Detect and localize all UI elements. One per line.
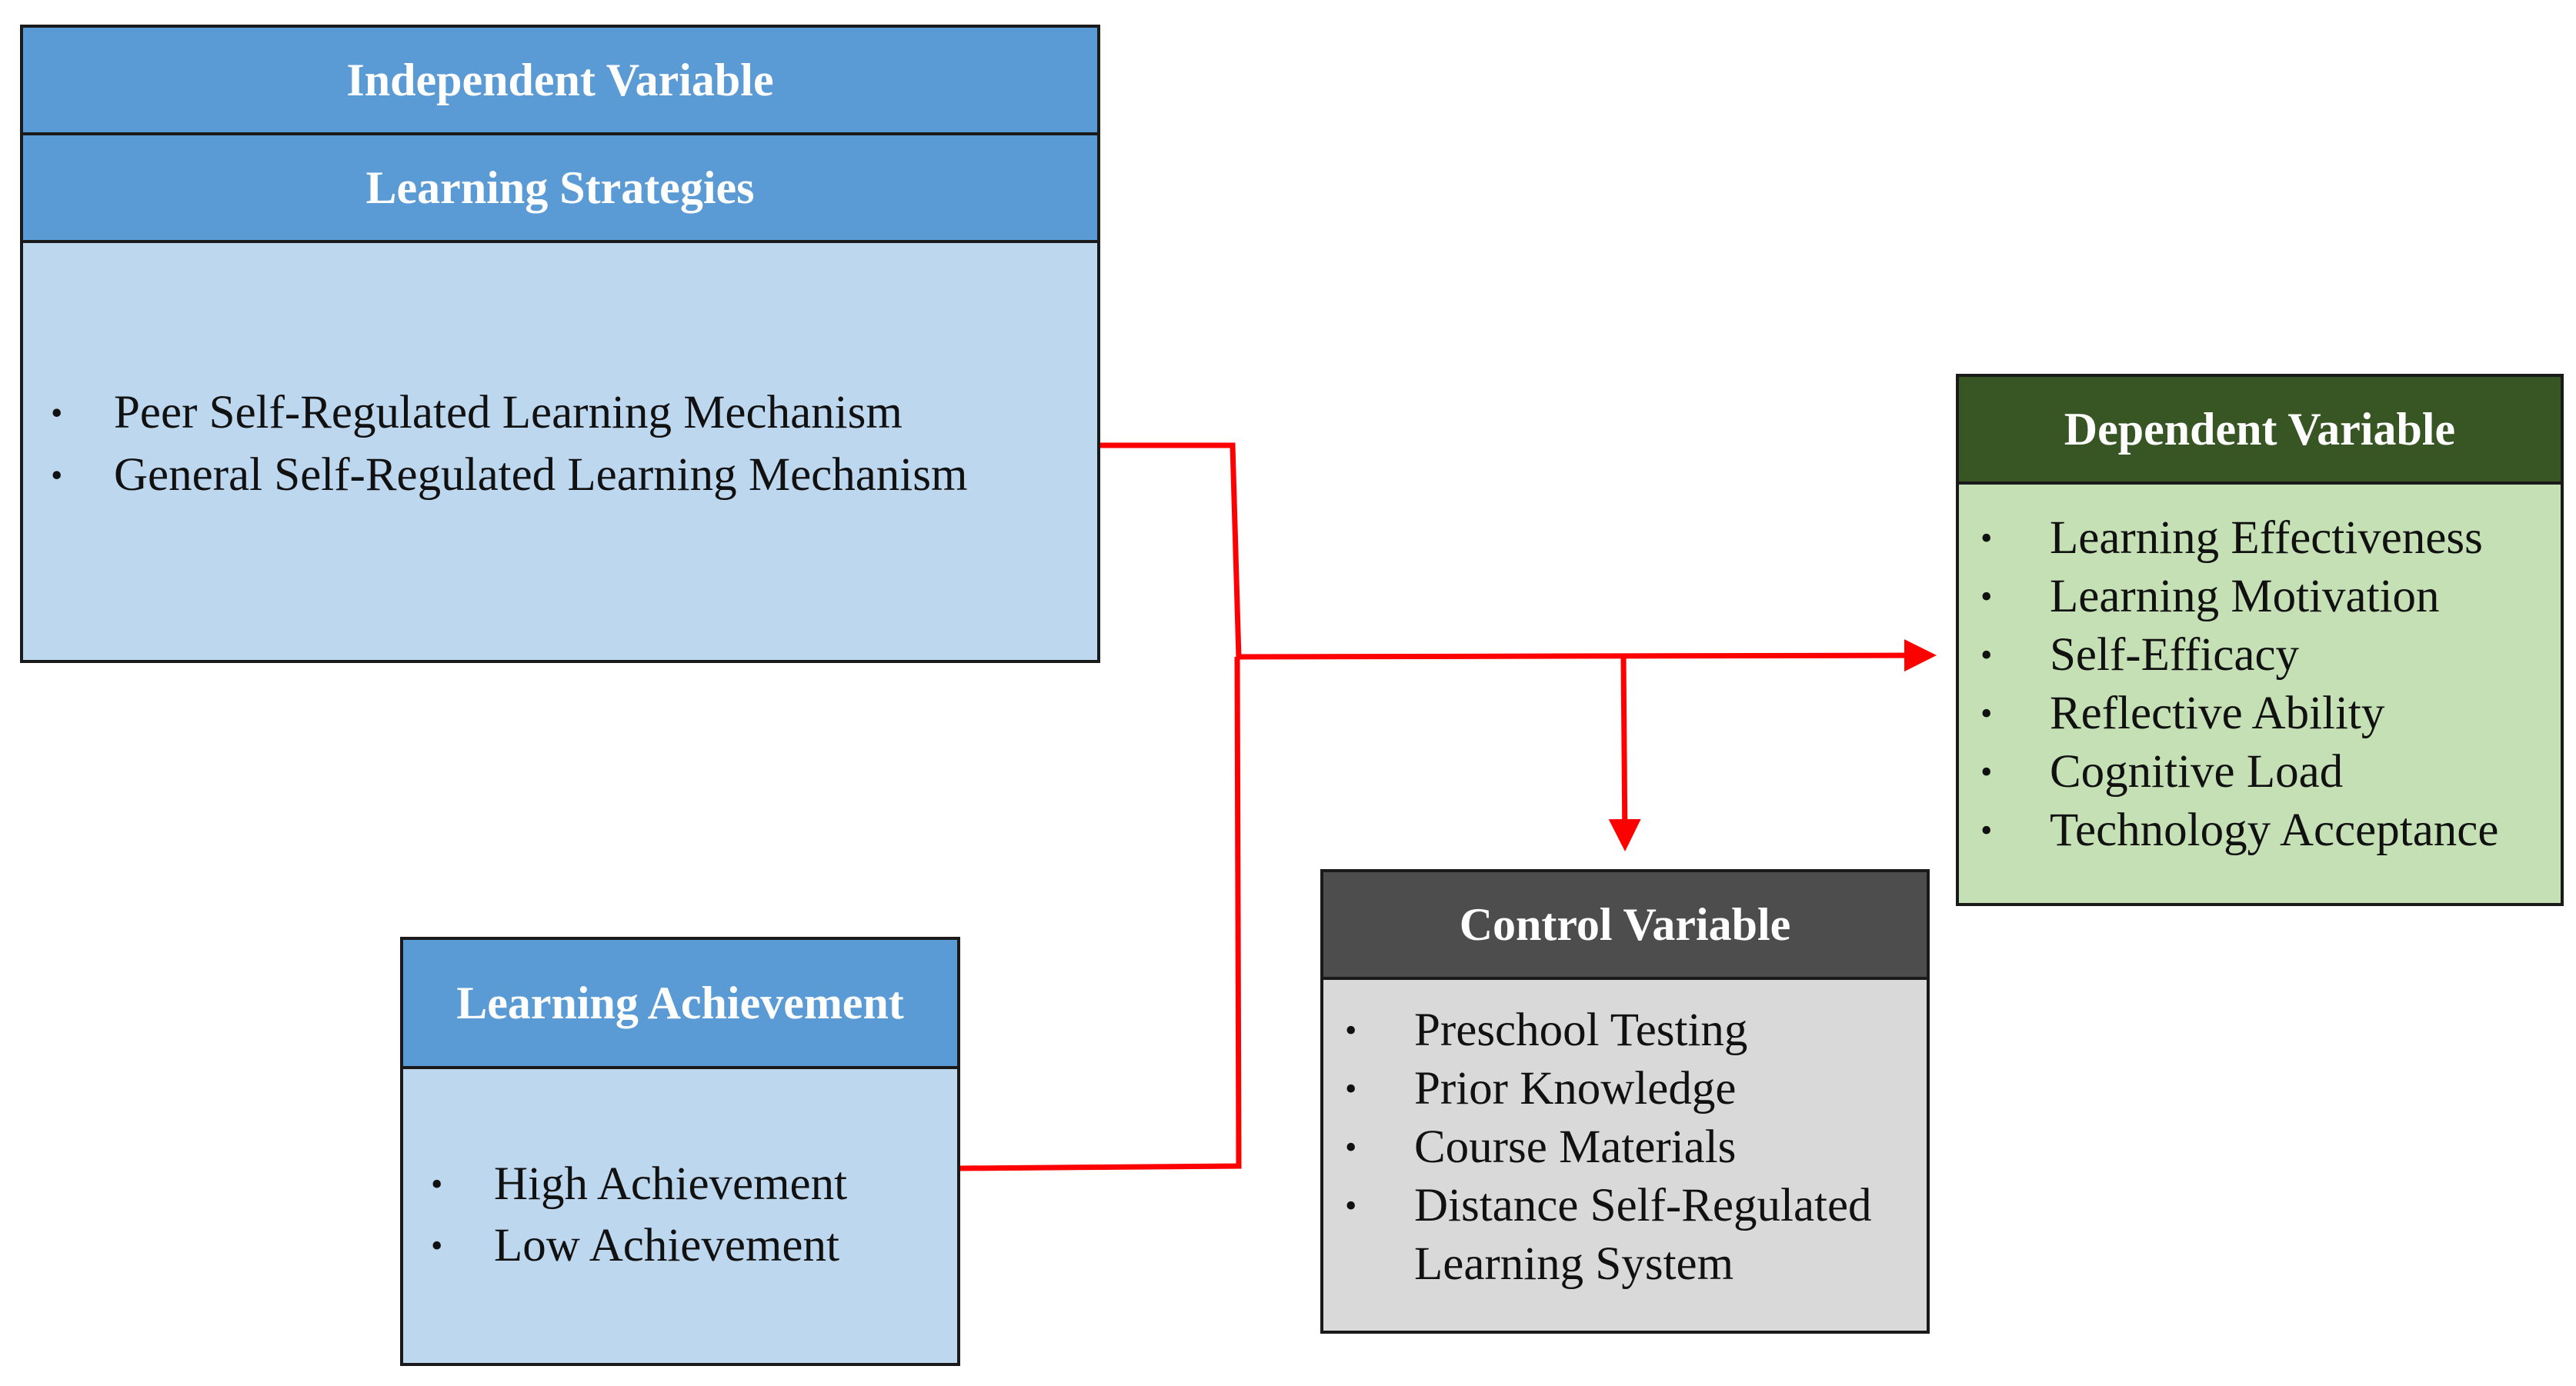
list-item: • Low Achievement — [431, 1215, 847, 1277]
list-item: • Cognitive Load — [1980, 743, 2498, 801]
list-item-label: Distance Self-Regulated — [1414, 1180, 1872, 1231]
list-item: • General Self-Regulated Learning Mechan… — [51, 444, 968, 506]
list-item-label: Course Materials — [1414, 1121, 1737, 1173]
learning-achievement-list: • High Achievement • Low Achievement — [431, 1154, 848, 1277]
dependent-variable-list: • Learning Effectiveness • Learning Moti… — [1980, 509, 2499, 860]
list-item-continuation: Learning System — [1414, 1235, 1872, 1294]
bullet-icon: • — [431, 1165, 443, 1203]
list-item: • Course Materials — [1345, 1118, 1872, 1177]
bullet-icon: • — [51, 456, 63, 494]
independent-variable-box: Independent Variable Learning Strategies… — [20, 25, 1100, 663]
bullet-icon: • — [1980, 753, 1993, 791]
achievement-connector — [959, 656, 1242, 1171]
list-item: • Prior Knowledge — [1345, 1060, 1872, 1118]
control-variable-box: Control Variable • Preschool Testing • P… — [1320, 869, 1930, 1334]
list-item: • Self-Efficacy — [1980, 626, 2498, 685]
learning-achievement-box: Learning Achievement • High Achievement … — [400, 937, 960, 1366]
independent-variable-body: • Peer Self-Regulated Learning Mechanism… — [23, 243, 1097, 660]
bullet-icon: • — [1980, 636, 1993, 674]
learning-achievement-header: Learning Achievement — [403, 940, 957, 1069]
bullet-icon: • — [431, 1227, 443, 1264]
bullet-icon: • — [1345, 1070, 1357, 1108]
bullet-icon: • — [1345, 1128, 1357, 1166]
list-item-label: Learning Motivation — [2050, 571, 2440, 622]
learning-achievement-body: • High Achievement • Low Achievement — [403, 1069, 957, 1363]
bullet-icon: • — [1980, 578, 1993, 615]
list-item-label: Technology Acceptance — [2050, 805, 2499, 856]
bullet-icon: • — [1980, 811, 1993, 849]
list-item-label: Cognitive Load — [2050, 746, 2344, 798]
list-item-label: Preschool Testing — [1414, 1005, 1748, 1056]
list-item: • Preschool Testing — [1345, 1001, 1872, 1060]
bullet-icon: • — [1980, 695, 1993, 732]
list-item: • Learning Effectiveness — [1980, 509, 2498, 568]
bullet-icon: • — [1345, 1011, 1357, 1049]
dependent-variable-header: Dependent Variable — [1959, 377, 2561, 485]
control-variable-list: • Preschool Testing • Prior Knowledge • … — [1345, 1001, 1872, 1294]
list-item: • High Achievement — [431, 1154, 848, 1215]
list-item: • Reflective Ability — [1980, 685, 2498, 743]
bullet-icon: • — [1345, 1187, 1357, 1224]
independent-connector — [1100, 442, 1242, 659]
list-item-label: Reflective Ability — [2050, 688, 2385, 739]
list-item-label: Prior Knowledge — [1414, 1063, 1737, 1114]
bullet-icon: • — [1980, 519, 1993, 557]
list-item-label: Learning Effectiveness — [2050, 512, 2483, 564]
list-item-label: Low Achievement — [494, 1220, 839, 1271]
arrow-to-control — [1608, 656, 1641, 851]
list-item-label: Peer Self-Regulated Learning Mechanism — [114, 387, 903, 438]
list-item-label: Self-Efficacy — [2050, 629, 2300, 681]
arrow-to-dependent — [1236, 639, 1937, 672]
learning-strategies-header: Learning Strategies — [23, 135, 1097, 243]
dependent-variable-body: • Learning Effectiveness • Learning Moti… — [1959, 485, 2561, 903]
list-item: • Distance Self-Regulated — [1345, 1177, 1872, 1235]
list-item: • Peer Self-Regulated Learning Mechanism — [51, 381, 967, 444]
list-item-label: General Self-Regulated Learning Mechanis… — [114, 449, 968, 501]
dependent-variable-box: Dependent Variable • Learning Effectiven… — [1956, 374, 2564, 906]
independent-variable-header: Independent Variable — [23, 28, 1097, 135]
list-item-label: High Achievement — [494, 1158, 848, 1210]
control-variable-body: • Preschool Testing • Prior Knowledge • … — [1323, 980, 1927, 1331]
independent-variable-list: • Peer Self-Regulated Learning Mechanism… — [51, 381, 968, 506]
control-variable-header: Control Variable — [1323, 872, 1927, 980]
bullet-icon: • — [51, 394, 63, 431]
list-item: • Technology Acceptance — [1980, 801, 2499, 860]
list-item-label: Learning System — [1414, 1238, 1734, 1290]
list-item: • Learning Motivation — [1980, 568, 2498, 626]
